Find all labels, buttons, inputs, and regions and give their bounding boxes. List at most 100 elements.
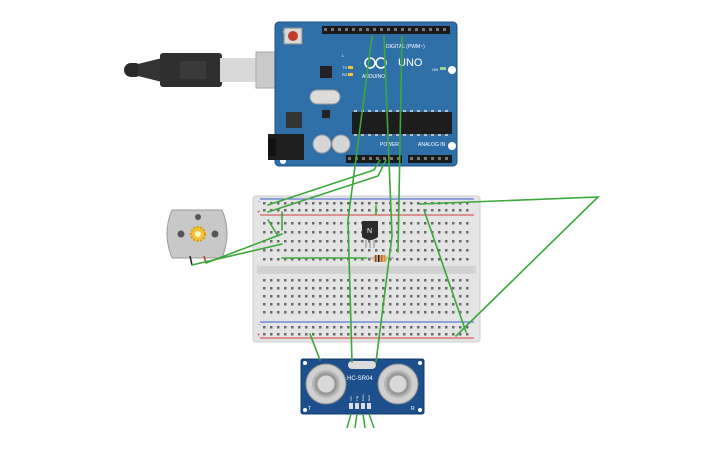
breadboard-hole[interactable] bbox=[403, 333, 406, 336]
breadboard-hole[interactable] bbox=[263, 209, 266, 212]
breadboard-hole[interactable] bbox=[333, 231, 336, 234]
breadboard-hole[interactable] bbox=[375, 333, 378, 336]
breadboard-hole[interactable] bbox=[284, 333, 287, 336]
breadboard-hole[interactable] bbox=[396, 287, 399, 290]
header-pin-hole[interactable] bbox=[380, 28, 383, 31]
breadboard-hole[interactable] bbox=[445, 240, 448, 243]
breadboard-hole[interactable] bbox=[403, 231, 406, 234]
breadboard-hole[interactable] bbox=[284, 249, 287, 252]
chip-pin[interactable] bbox=[417, 110, 420, 112]
breadboard-hole[interactable] bbox=[326, 303, 329, 306]
header-pin-hole[interactable] bbox=[443, 28, 446, 31]
breadboard-hole[interactable] bbox=[340, 222, 343, 225]
ultrasonic-sensor-hc-sr04[interactable]: HC-SR04 T R Vcc Trig Echo Gnd bbox=[300, 358, 425, 429]
breadboard-hole[interactable] bbox=[361, 209, 364, 212]
breadboard-hole[interactable] bbox=[403, 209, 406, 212]
breadboard-hole[interactable] bbox=[424, 303, 427, 306]
breadboard-hole[interactable] bbox=[312, 258, 315, 261]
breadboard-hole[interactable] bbox=[291, 295, 294, 298]
header-pin-hole[interactable] bbox=[352, 28, 355, 31]
breadboard-hole[interactable] bbox=[284, 279, 287, 282]
breadboard-hole[interactable] bbox=[284, 326, 287, 329]
breadboard-hole[interactable] bbox=[305, 222, 308, 225]
breadboard-hole[interactable] bbox=[438, 258, 441, 261]
breadboard-hole[interactable] bbox=[305, 209, 308, 212]
breadboard-hole[interactable] bbox=[319, 311, 322, 314]
header-pin-hole[interactable] bbox=[376, 157, 379, 160]
chip-pin[interactable] bbox=[396, 134, 399, 136]
breadboard-hole[interactable] bbox=[270, 231, 273, 234]
breadboard-hole[interactable] bbox=[375, 303, 378, 306]
chip-pin[interactable] bbox=[382, 110, 385, 112]
breadboard-hole[interactable] bbox=[347, 311, 350, 314]
breadboard-hole[interactable] bbox=[340, 311, 343, 314]
breadboard-hole[interactable] bbox=[277, 240, 280, 243]
breadboard-hole[interactable] bbox=[368, 295, 371, 298]
header-pin-hole[interactable] bbox=[417, 157, 420, 160]
breadboard-hole[interactable] bbox=[312, 202, 315, 205]
breadboard-hole[interactable] bbox=[277, 249, 280, 252]
chip-pin[interactable] bbox=[396, 110, 399, 112]
breadboard-hole[interactable] bbox=[410, 231, 413, 234]
breadboard-hole[interactable] bbox=[354, 295, 357, 298]
breadboard-hole[interactable] bbox=[333, 258, 336, 261]
breadboard-hole[interactable] bbox=[298, 333, 301, 336]
breadboard-hole[interactable] bbox=[403, 311, 406, 314]
breadboard-hole[interactable] bbox=[438, 326, 441, 329]
breadboard-hole[interactable] bbox=[445, 333, 448, 336]
chip-pin[interactable] bbox=[438, 110, 441, 112]
breadboard-hole[interactable] bbox=[333, 209, 336, 212]
header-pin-hole[interactable] bbox=[436, 28, 439, 31]
breadboard-hole[interactable] bbox=[417, 222, 420, 225]
breadboard-hole[interactable] bbox=[270, 249, 273, 252]
breadboard-hole[interactable] bbox=[305, 295, 308, 298]
breadboard-hole[interactable] bbox=[445, 231, 448, 234]
breadboard-hole[interactable] bbox=[382, 333, 385, 336]
wire-jumper-left2[interactable] bbox=[267, 219, 279, 237]
breadboard-hole[interactable] bbox=[438, 209, 441, 212]
breadboard-hole[interactable] bbox=[403, 249, 406, 252]
breadboard-hole[interactable] bbox=[410, 279, 413, 282]
breadboard-hole[interactable] bbox=[396, 202, 399, 205]
breadboard-hole[interactable] bbox=[277, 333, 280, 336]
breadboard-hole[interactable] bbox=[291, 249, 294, 252]
header-pin-hole[interactable] bbox=[408, 28, 411, 31]
breadboard-hole[interactable] bbox=[298, 231, 301, 234]
breadboard-hole[interactable] bbox=[347, 279, 350, 282]
chip-pin[interactable] bbox=[389, 134, 392, 136]
breadboard-hole[interactable] bbox=[382, 279, 385, 282]
breadboard-hole[interactable] bbox=[452, 287, 455, 290]
chip-pin[interactable] bbox=[417, 134, 420, 136]
breadboard-hole[interactable] bbox=[403, 202, 406, 205]
breadboard-hole[interactable] bbox=[466, 333, 469, 336]
breadboard-hole[interactable] bbox=[431, 209, 434, 212]
breadboard-hole[interactable] bbox=[424, 231, 427, 234]
breadboard-hole[interactable] bbox=[459, 333, 462, 336]
breadboard-hole[interactable] bbox=[319, 240, 322, 243]
breadboard-hole[interactable] bbox=[396, 231, 399, 234]
breadboard-hole[interactable] bbox=[368, 249, 371, 252]
breadboard-hole[interactable] bbox=[459, 240, 462, 243]
breadboard-hole[interactable] bbox=[417, 209, 420, 212]
breadboard-hole[interactable] bbox=[312, 249, 315, 252]
wires[interactable] bbox=[191, 35, 601, 363]
breadboard-hole[interactable] bbox=[459, 258, 462, 261]
breadboard-hole[interactable] bbox=[277, 231, 280, 234]
breadboard-hole[interactable] bbox=[431, 222, 434, 225]
breadboard-hole[interactable] bbox=[424, 326, 427, 329]
header-pin-hole[interactable] bbox=[366, 28, 369, 31]
breadboard-hole[interactable] bbox=[263, 222, 266, 225]
breadboard-hole[interactable] bbox=[382, 311, 385, 314]
breadboard-hole[interactable] bbox=[347, 333, 350, 336]
breadboard-hole[interactable] bbox=[368, 279, 371, 282]
breadboard-hole[interactable] bbox=[263, 279, 266, 282]
breadboard-hole[interactable] bbox=[298, 303, 301, 306]
chip-pin[interactable] bbox=[375, 134, 378, 136]
breadboard-hole[interactable] bbox=[284, 258, 287, 261]
breadboard-hole[interactable] bbox=[291, 311, 294, 314]
header-pin-hole[interactable] bbox=[383, 157, 386, 160]
breadboard-hole[interactable] bbox=[354, 222, 357, 225]
wire-5v-to-rail[interactable] bbox=[267, 159, 381, 206]
breadboard-hole[interactable] bbox=[410, 303, 413, 306]
breadboard-hole[interactable] bbox=[263, 326, 266, 329]
